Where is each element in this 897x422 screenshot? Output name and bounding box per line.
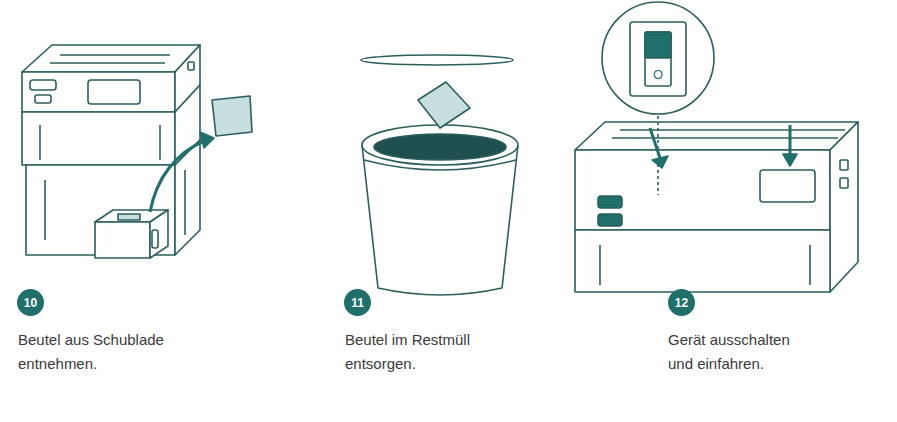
callout-number: 12 (675, 296, 688, 310)
switch-mark: O (650, 68, 666, 82)
step-caption: Beutel im Restmüll entsorgen. (345, 328, 485, 376)
callout-number: 10 (24, 296, 37, 310)
composter-device (575, 122, 858, 292)
step-number: 11 (344, 289, 371, 316)
step-caption: Gerät ausschalten und einfahren. (668, 328, 803, 376)
callout-number: 11 (351, 296, 364, 310)
composter-device (22, 45, 200, 258)
switch-mark: I (650, 36, 666, 50)
bag (212, 96, 252, 136)
switch-inset (602, 2, 714, 114)
bag (418, 82, 470, 128)
step-caption: Beutel aus Schublade entnehmen. (18, 328, 188, 376)
waste-bin (361, 55, 518, 295)
step-number: 12 (668, 289, 695, 316)
step-number: 10 (17, 289, 44, 316)
